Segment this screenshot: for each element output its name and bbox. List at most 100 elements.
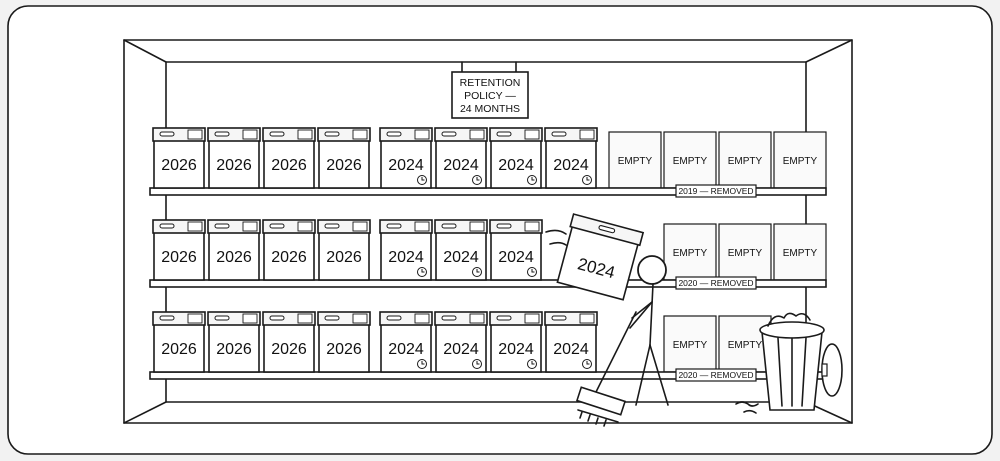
broom: [575, 311, 637, 427]
empty-slot-label: EMPTY: [728, 248, 763, 259]
empty-slot: [663, 131, 717, 189]
box-year-label: 2024: [388, 157, 424, 174]
box-year-label: 2024: [553, 157, 589, 174]
box-year-label: 2026: [216, 249, 252, 266]
archive-box: 2026: [317, 311, 371, 373]
box-tag: [187, 129, 203, 140]
clock-icon: [417, 175, 427, 185]
box-tag: [469, 129, 485, 140]
box-year-label: 2024: [388, 341, 424, 358]
empty-slot-label: EMPTY: [728, 156, 763, 167]
clock-icon: [472, 175, 482, 185]
empty-slot-label: EMPTY: [673, 156, 708, 167]
shelf-plank: [149, 279, 827, 288]
trash-can: [759, 312, 825, 411]
removed-label-frame: [675, 184, 757, 198]
removed-label: 2019 — REMOVED: [678, 186, 753, 196]
archive-box: 2026: [152, 311, 206, 373]
empty-slot: [773, 223, 827, 281]
empty-slot: [718, 131, 772, 189]
box-tag: [297, 129, 313, 140]
empty-slot-label: EMPTY: [673, 340, 708, 351]
box-year-label: 2026: [326, 341, 362, 358]
empty-slot-label: EMPTY: [618, 156, 653, 167]
archive-box: 2024: [544, 127, 598, 189]
trash-lid: [821, 343, 843, 397]
box-year-label: 2026: [216, 157, 252, 174]
archive-box: 2024: [434, 127, 488, 189]
shelf-2: EMPTY EMPTY EMPTY 2020 — REMOVED 2026 2026 202…: [149, 219, 827, 290]
box-year-label: 2026: [161, 341, 197, 358]
empty-slot: [718, 223, 772, 281]
empty-slot-label: EMPTY: [783, 248, 818, 259]
box-tag: [469, 221, 485, 232]
box-year-label: 2024: [443, 249, 479, 266]
box-year-label: 2026: [161, 157, 197, 174]
shelf-1: EMPTY EMPTY EMPTY EMPTY 2019 — REMOVED 2026 20…: [149, 127, 827, 198]
box-tag: [352, 313, 368, 324]
archive-box: 2026: [207, 127, 261, 189]
archive-box: 2026: [152, 127, 206, 189]
sign-line-1: RETENTION: [460, 77, 521, 89]
box-year-label: 2026: [271, 341, 307, 358]
scrap-paper: [735, 401, 759, 414]
box-tag: [524, 221, 540, 232]
empty-slot: [773, 131, 827, 189]
archive-box: 2024: [434, 311, 488, 373]
clock-icon: [472, 359, 482, 369]
box-tag: [414, 129, 430, 140]
clock-icon: [527, 359, 537, 369]
archive-box: 2024: [489, 219, 543, 281]
removed-label: 2020 — REMOVED: [678, 278, 753, 288]
empty-slot-label: EMPTY: [673, 248, 708, 259]
box-tag: [242, 129, 258, 140]
empty-slot: [608, 131, 662, 189]
removed-label: 2020 — REMOVED: [678, 370, 753, 380]
box-year-label: 2026: [271, 249, 307, 266]
retention-sign: RETENTION POLICY — 24 MONTHS: [451, 61, 529, 119]
box-year-label: 2024: [443, 341, 479, 358]
empty-slot-label: EMPTY: [783, 156, 818, 167]
clock-icon: [527, 175, 537, 185]
shelf-plank: [149, 187, 827, 196]
box-tag: [187, 221, 203, 232]
archive-box: 2026: [207, 219, 261, 281]
clock-icon: [582, 175, 592, 185]
archive-box: 2024: [489, 311, 543, 373]
archive-box: 2026: [262, 219, 316, 281]
box-tag: [414, 221, 430, 232]
archive-box: 2024: [544, 311, 598, 373]
empty-slot: [663, 315, 717, 373]
clock-icon: [472, 267, 482, 277]
stick-figure: [629, 255, 669, 406]
clock-icon: [582, 359, 592, 369]
box-year-label: 2024: [443, 157, 479, 174]
box-year-label: 2024: [388, 249, 424, 266]
removed-label-frame: [675, 276, 757, 290]
box-tag: [352, 221, 368, 232]
clock-icon: [527, 267, 537, 277]
clock-icon: [417, 267, 427, 277]
archive-box: 2024: [434, 219, 488, 281]
archive-box: 2026: [152, 219, 206, 281]
archive-box: 2024: [379, 219, 433, 281]
box-tag: [242, 221, 258, 232]
box-year-label: 2024: [498, 341, 534, 358]
sign-line-2: POLICY —: [464, 90, 516, 102]
empty-slot-label: EMPTY: [728, 340, 763, 351]
box-tag: [187, 313, 203, 324]
box-year-label: 2024: [553, 341, 589, 358]
shelf-3: EMPTY EMPTY 2020 — REMOVED 2026 2026 2026 2026…: [149, 311, 827, 382]
archive-box: 2026: [262, 127, 316, 189]
archive-box: 2024: [379, 311, 433, 373]
archive-box: 2024: [489, 127, 543, 189]
box-tag: [469, 313, 485, 324]
archive-box: 2024: [379, 127, 433, 189]
box-year-label: 2026: [216, 341, 252, 358]
box-year-label: 2026: [326, 157, 362, 174]
archive-box: 2026: [262, 311, 316, 373]
removed-label-frame: [675, 368, 757, 382]
box-tag: [352, 129, 368, 140]
box-tag: [297, 221, 313, 232]
